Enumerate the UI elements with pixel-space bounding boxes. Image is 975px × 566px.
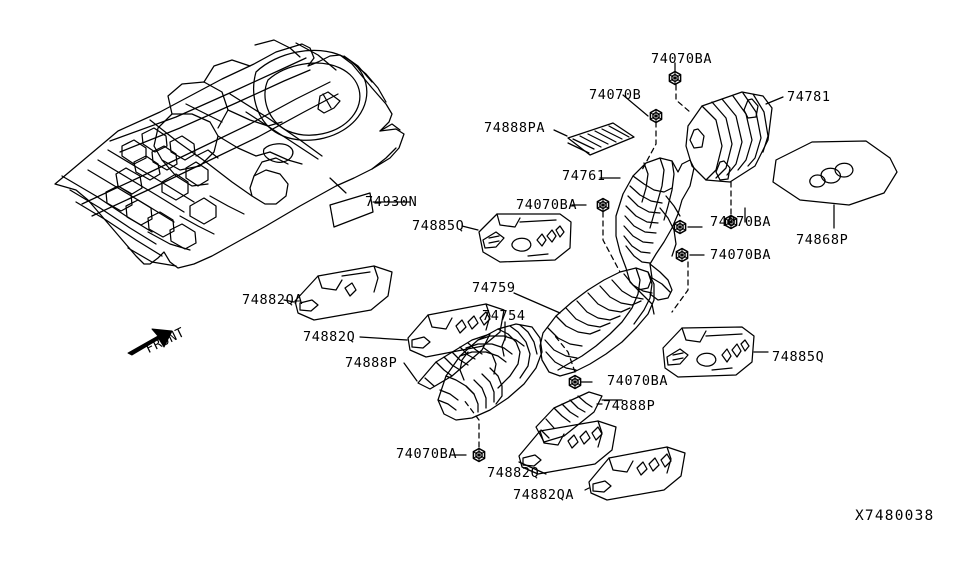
label-74070ba-right-a: 74070BA	[710, 214, 772, 230]
label-74070ba-left: 74070BA	[516, 197, 578, 213]
dash-74070ba-r	[671, 261, 689, 313]
leader-74882q-left	[359, 336, 408, 341]
leader-74930n-pan	[329, 177, 347, 194]
nut-74070ba-6	[568, 374, 582, 390]
part-74930n	[329, 192, 374, 228]
label-74882q-left: 74882Q	[303, 329, 356, 345]
part-74882qa-left	[294, 265, 393, 321]
label-74882qa-left: 74882QA	[242, 292, 304, 308]
part-74882q-left	[407, 303, 505, 358]
nut-74070ba-5	[596, 197, 610, 213]
part-74885q-lower	[662, 326, 755, 378]
label-74070ba-right-b: 74070BA	[710, 247, 772, 263]
label-74882q-bottom: 74882Q	[487, 465, 540, 481]
label-74888p-bottom: 74888P	[603, 398, 656, 414]
nut-74070ba-7	[472, 447, 486, 463]
leader-74882qa-bottom	[584, 487, 590, 491]
part-74882qa-bottom	[588, 446, 686, 501]
label-74070ba-top: 74070BA	[651, 51, 713, 67]
dash-74070b	[641, 121, 657, 171]
dash-74070ba-b	[554, 335, 576, 373]
label-74070ba-mid-bottom: 74070BA	[607, 373, 669, 389]
leader-74882q-bottom	[518, 461, 547, 475]
label-74930n: 74930N	[365, 194, 418, 210]
label-74070ba-bottom: 74070BA	[396, 446, 458, 462]
part-74888p-left	[417, 333, 491, 390]
leader-74781	[765, 96, 784, 105]
label-74781: 74781	[787, 89, 831, 105]
label-74868p: 74868P	[796, 232, 849, 248]
leader-74888pa	[553, 129, 568, 137]
nut-74070b	[649, 108, 663, 124]
part-74759	[539, 267, 655, 377]
part-74888p-bottom	[535, 391, 603, 443]
leader-74885q-upper	[461, 225, 479, 231]
part-74761	[615, 157, 695, 315]
dash-74070ba-top	[675, 75, 691, 113]
diagram-code: X7480038	[855, 508, 935, 524]
leader-74888p-left	[403, 362, 418, 382]
label-74070b: 74070B	[589, 87, 642, 103]
label-74761: 74761	[562, 168, 606, 184]
nut-74070ba-2	[673, 219, 687, 235]
leader-74882qa-left	[283, 299, 295, 303]
nut-74070ba-1	[668, 70, 682, 86]
label-74882qa-bottom: 74882QA	[513, 487, 575, 503]
label-74885q-lower: 74885Q	[772, 349, 825, 365]
leader-74759	[513, 292, 561, 314]
dash-74070ba-l	[602, 211, 621, 273]
label-74885q-upper: 74885Q	[412, 218, 465, 234]
label-74759: 74759	[472, 280, 516, 296]
leader-74070b	[622, 94, 649, 117]
part-74885q-upper	[478, 213, 572, 263]
part-74781	[685, 91, 773, 183]
nut-74070ba-4	[675, 247, 689, 263]
label-74888pa: 74888PA	[484, 120, 546, 136]
part-74754	[437, 323, 543, 421]
part-74888pa	[567, 122, 635, 156]
dash-74070ba-b2	[463, 399, 480, 448]
label-74888p-left: 74888P	[345, 355, 398, 371]
front-arrow	[127, 328, 173, 356]
part-74868p	[772, 140, 898, 206]
label-74754: 74754	[482, 308, 526, 324]
floor-pan-assembly	[54, 39, 405, 269]
